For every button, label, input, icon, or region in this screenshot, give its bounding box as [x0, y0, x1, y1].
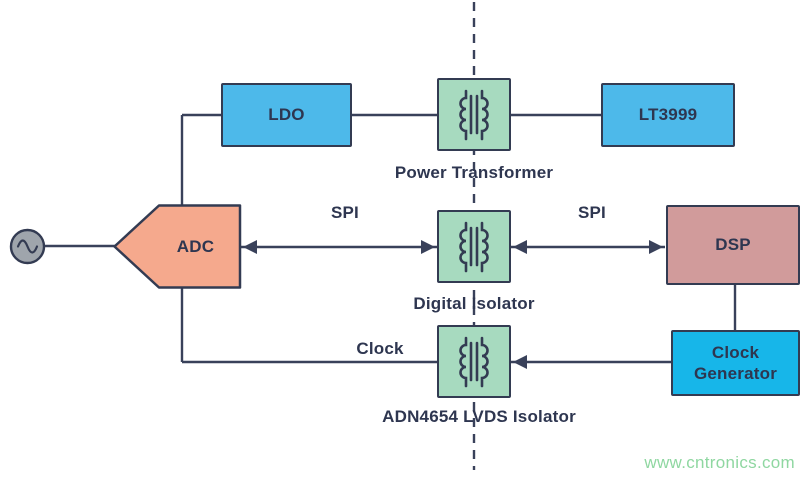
caption-power-transformer: Power Transformer — [394, 163, 554, 182]
arrow-left-into-adc — [243, 240, 257, 254]
block-clock-generator: Clock Generator — [671, 330, 800, 396]
block-power-transformer — [437, 78, 511, 151]
transformer-coils-icon — [459, 89, 489, 140]
caption-digital-isolator: Digital Isolator — [413, 294, 535, 313]
signal-label-clock: Clock — [356, 339, 404, 358]
arrow-left-into-isolator — [513, 240, 527, 254]
block-ldo: LDO — [221, 83, 352, 147]
block-lvds-isolator — [437, 325, 511, 398]
arrow-right-into-dsp — [649, 240, 663, 254]
transformer-coils-icon — [459, 336, 489, 387]
arrow-left-into-lvds-isolator — [513, 355, 527, 369]
block-dsp: DSP — [666, 205, 800, 285]
signal-label-spi-right: SPI — [577, 203, 606, 222]
watermark: www.cntronics.com — [644, 453, 795, 472]
arrowheads — [243, 240, 663, 369]
lt3999-label: LT3999 — [638, 105, 698, 125]
block-digital-isolator — [437, 210, 511, 283]
adc-pentagon-shape — [113, 204, 242, 289]
adc-label: ADC — [176, 236, 215, 256]
dsp-label: DSP — [715, 235, 751, 255]
clock-generator-label: Clock Generator — [693, 342, 778, 383]
transformer-coils-icon — [459, 221, 489, 272]
signal-source — [8, 227, 47, 266]
block-adc: ADC — [113, 204, 242, 289]
ldo-label: LDO — [268, 105, 305, 125]
arrow-right-into-isolator — [421, 240, 435, 254]
caption-lvds-isolator: ADN4654 LVDS Isolator — [382, 407, 576, 426]
sine-wave-source-icon — [9, 228, 46, 265]
block-lt3999: LT3999 — [601, 83, 735, 147]
signal-label-spi-left: SPI — [330, 203, 359, 222]
